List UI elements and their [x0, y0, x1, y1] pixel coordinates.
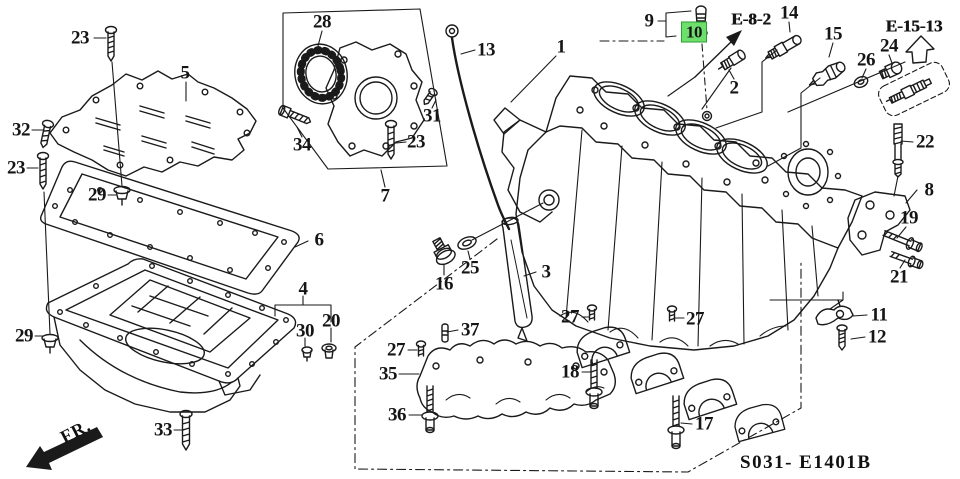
- part-label-30-7[interactable]: 30: [296, 320, 315, 342]
- part-label-22-30[interactable]: 22: [916, 131, 935, 153]
- part-label-3-18[interactable]: 3: [541, 261, 552, 283]
- part-label-1-17[interactable]: 1: [556, 36, 567, 58]
- part-label-27-36[interactable]: 27: [387, 339, 406, 361]
- part-label-6-5[interactable]: 6: [314, 229, 325, 251]
- fr-arrow-icon: [26, 427, 103, 470]
- part-label-11-34[interactable]: 11: [870, 304, 888, 326]
- part-label-12-35[interactable]: 12: [868, 326, 887, 348]
- e82-arrow-icon: [694, 30, 742, 78]
- clamp-art: [815, 299, 854, 351]
- part-label-31-14[interactable]: 31: [423, 105, 442, 127]
- seal-plate-box-art: [278, 8, 448, 170]
- part-label-29-4[interactable]: 29: [88, 184, 107, 206]
- part-label-9-21[interactable]: 9: [644, 10, 655, 32]
- bearing-caps-art: [576, 304, 786, 450]
- part-label-28-11[interactable]: 28: [313, 11, 332, 33]
- part-label-37-37[interactable]: 37: [461, 319, 480, 341]
- dipstick-art: [445, 24, 533, 342]
- bearing-girdle-art: [415, 323, 617, 434]
- top-sensors-art: [717, 34, 950, 117]
- part-label-13-16[interactable]: 13: [477, 39, 496, 61]
- diagram-code: S031- E1401B: [740, 452, 872, 473]
- part-label-27-40[interactable]: 27: [561, 306, 580, 328]
- part-label-23-13[interactable]: 23: [407, 131, 426, 153]
- part-label-16-19[interactable]: 16: [435, 273, 454, 295]
- part-label-32-2[interactable]: 32: [12, 119, 31, 141]
- part-label-23-3[interactable]: 23: [7, 157, 26, 179]
- part-label-26-26[interactable]: 26: [857, 49, 876, 71]
- ref-link-E-15-13-28[interactable]: E-15-13: [885, 16, 943, 36]
- e1513-arrow-icon: [905, 35, 935, 64]
- part-label-17-43[interactable]: 17: [695, 413, 714, 435]
- part-label-7-15[interactable]: 7: [380, 185, 391, 207]
- drain-plug-art: [432, 236, 477, 266]
- part-label-27-41[interactable]: 27: [686, 308, 705, 330]
- left-fasteners-art: [36, 25, 193, 451]
- ref-link-E-8-2-23[interactable]: E-8-2: [731, 9, 771, 29]
- part-label-21-33[interactable]: 21: [890, 266, 909, 288]
- part-label-10-22[interactable]: 10: [681, 21, 707, 43]
- skid-plate-art: [49, 70, 257, 177]
- part-label-8-31[interactable]: 8: [924, 179, 935, 201]
- oil-pan-art: [45, 258, 337, 413]
- part-label-5-1[interactable]: 5: [180, 62, 191, 84]
- part-label-18-42[interactable]: 18: [561, 361, 580, 383]
- part-label-20-8[interactable]: 20: [322, 310, 341, 332]
- oil-pan-gasket-art: [39, 160, 300, 295]
- part-label-4-6[interactable]: 4: [298, 278, 309, 300]
- construction-lines: [354, 40, 906, 473]
- part-label-2-29[interactable]: 2: [729, 77, 740, 99]
- part-label-36-39[interactable]: 36: [388, 404, 407, 426]
- part-label-34-12[interactable]: 34: [293, 134, 312, 156]
- bracket-art: [847, 123, 924, 270]
- part-label-15-25[interactable]: 15: [824, 23, 843, 45]
- part-label-14-24[interactable]: 14: [780, 2, 799, 24]
- leader-lines: [26, 10, 918, 431]
- part-label-35-38[interactable]: 35: [379, 363, 398, 385]
- part-label-29-9[interactable]: 29: [15, 325, 34, 347]
- part-label-33-10[interactable]: 33: [154, 419, 173, 441]
- cylinder-block-art: [493, 75, 863, 351]
- part-label-24-27[interactable]: 24: [880, 35, 899, 57]
- part-label-25-20[interactable]: 25: [461, 257, 480, 279]
- part-label-23-0[interactable]: 23: [71, 27, 90, 49]
- part-label-19-32[interactable]: 19: [900, 207, 919, 229]
